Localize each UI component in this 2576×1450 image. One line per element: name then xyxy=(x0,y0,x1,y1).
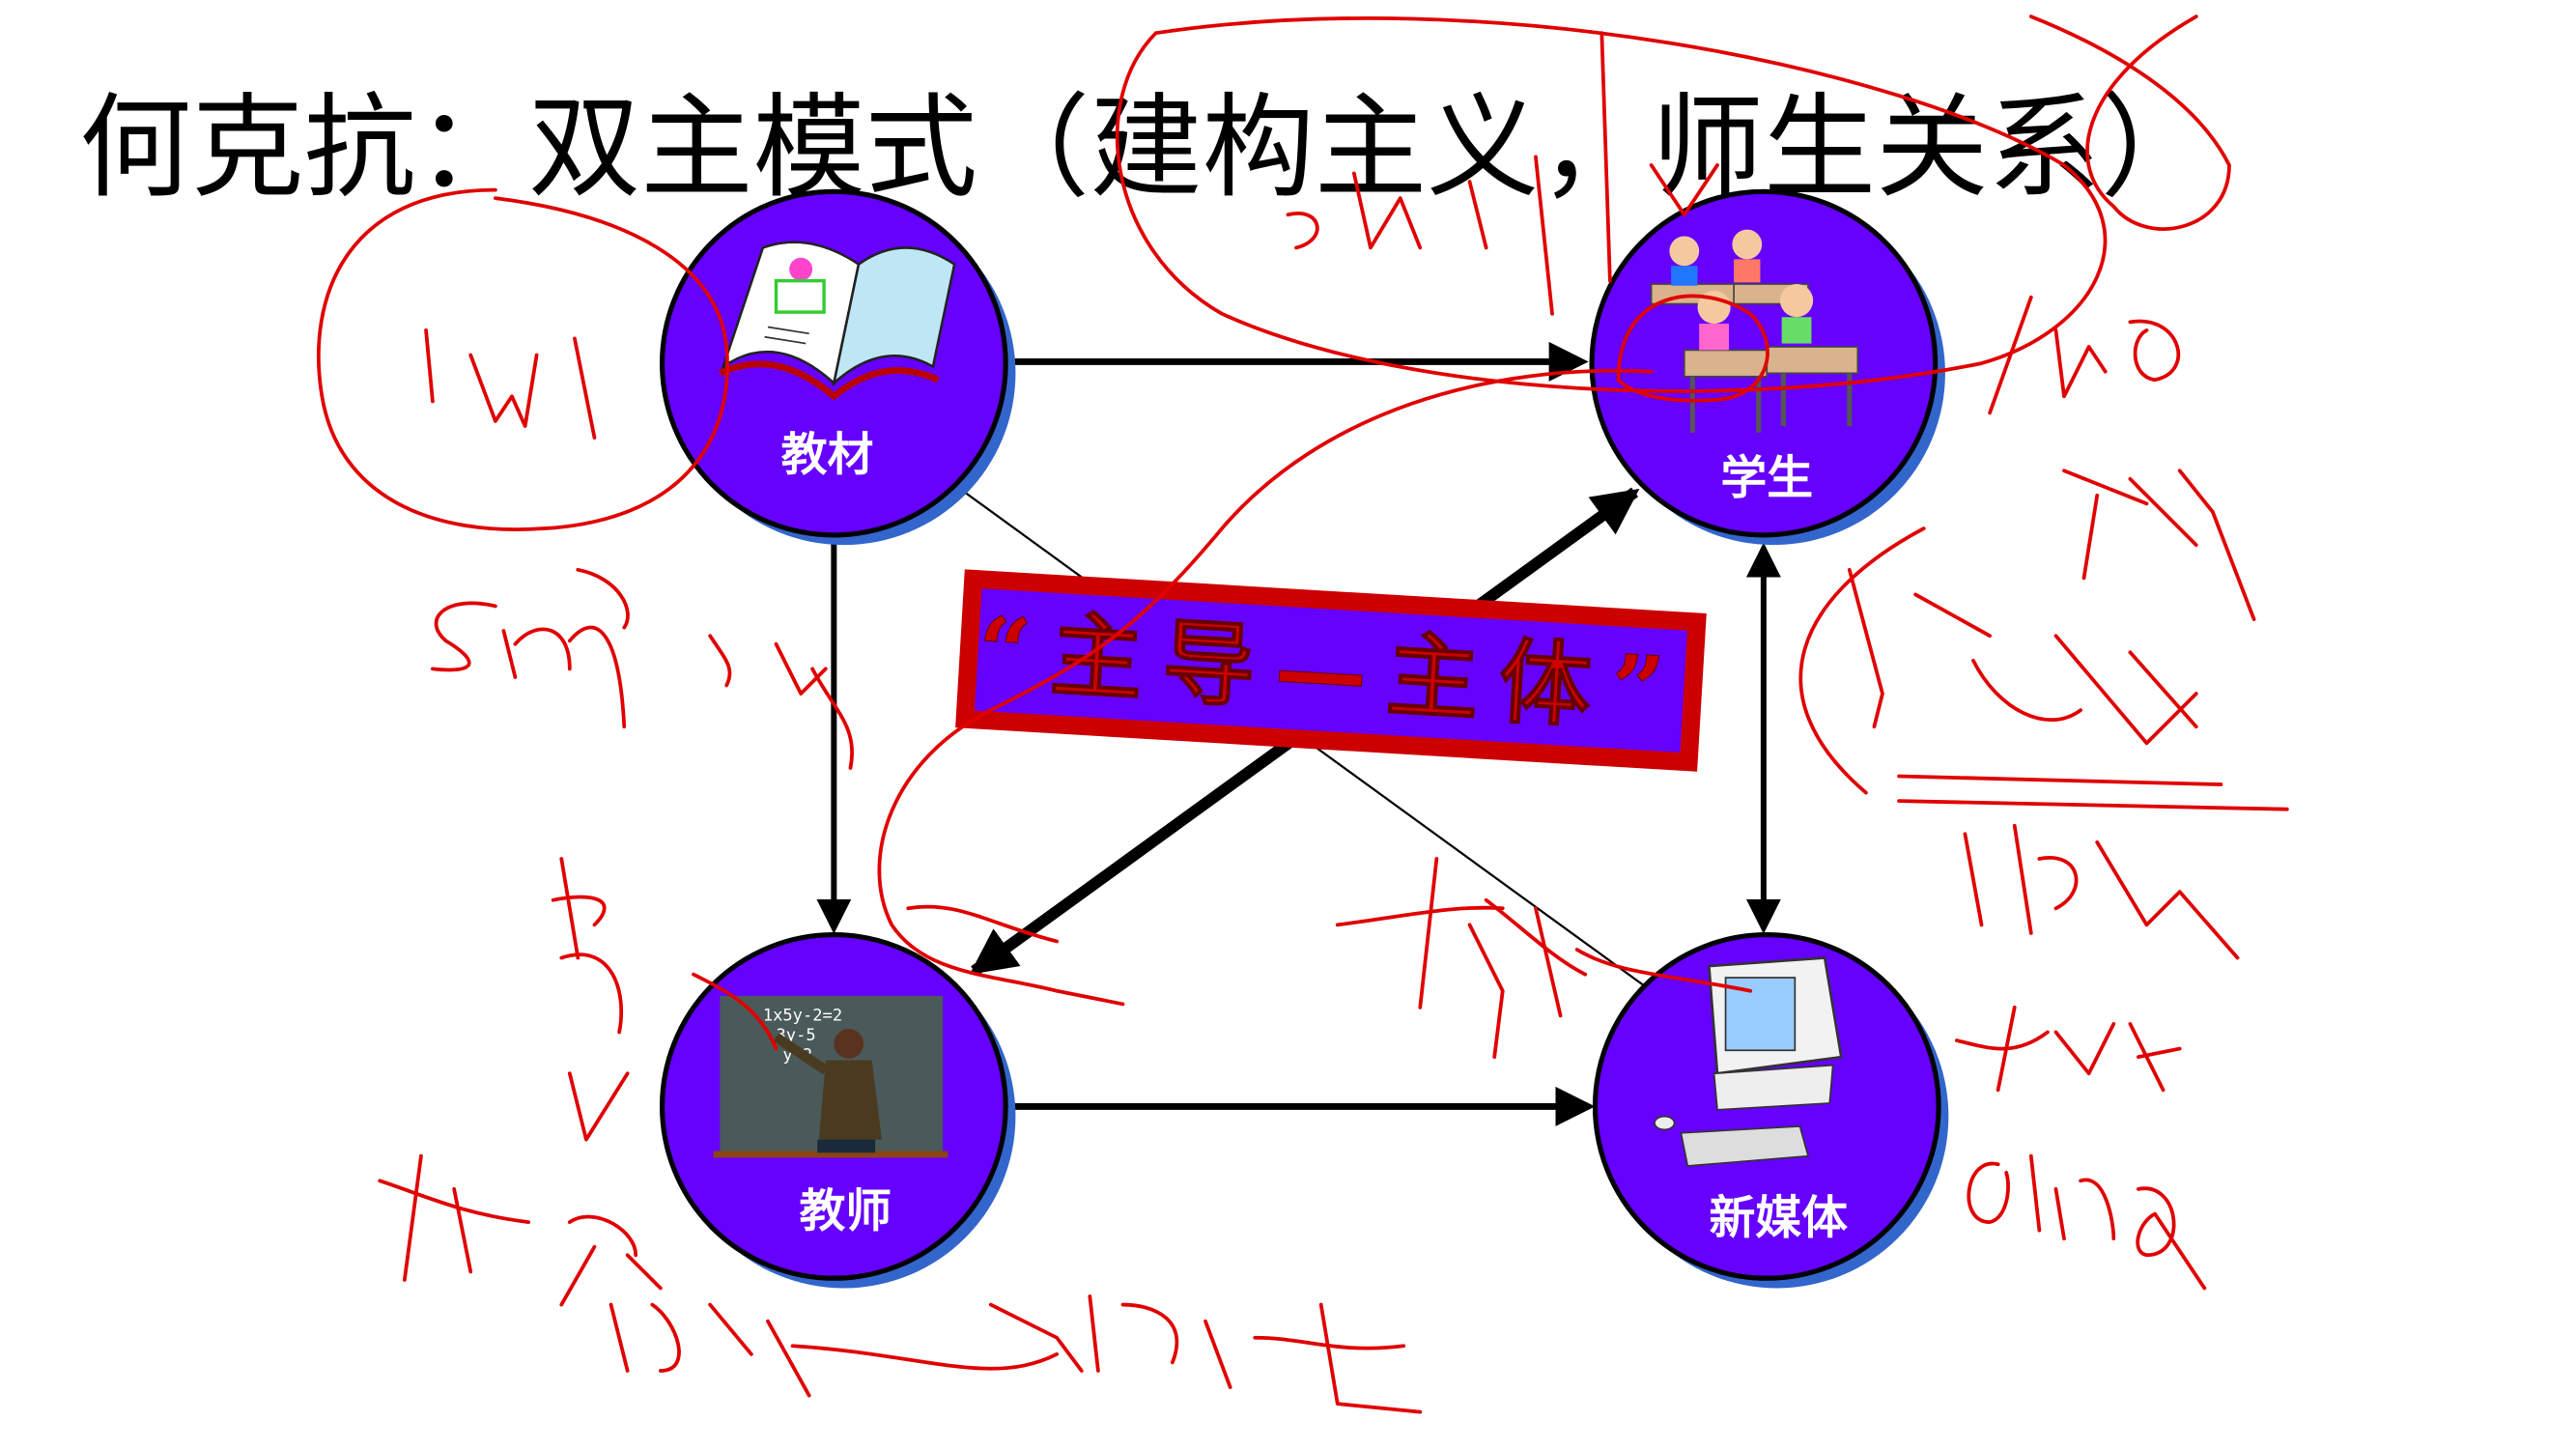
chalkboard-line-1: 1x5y-2=2 xyxy=(763,1007,842,1026)
students-icon xyxy=(1650,229,1859,433)
book-icon xyxy=(718,241,956,401)
node-label-teacher: 教师 xyxy=(799,1185,892,1238)
node-label-textbook: 教材 xyxy=(781,429,874,482)
node-textbook: 教材 xyxy=(659,188,1016,546)
node-label-student: 学生 xyxy=(1720,452,1813,505)
node-teacher: 1x5y-2=2 3y-5 y-2 教师 xyxy=(659,932,1016,1289)
slide-title: 何克抗：双主模式（建构主义，师生关系） xyxy=(79,83,2213,213)
handwritten-annotations xyxy=(317,14,2289,1414)
node-student: 学生 xyxy=(1589,188,1945,546)
node-label-new-media: 新媒体 xyxy=(1709,1192,1848,1245)
node-new-media: 新媒体 xyxy=(1592,932,1949,1289)
teacher-chalkboard-icon: 1x5y-2=2 3y-5 y-2 xyxy=(713,995,948,1158)
computer-icon xyxy=(1654,956,1843,1167)
banner-leading-subject: “主导—主体” xyxy=(955,569,1707,772)
